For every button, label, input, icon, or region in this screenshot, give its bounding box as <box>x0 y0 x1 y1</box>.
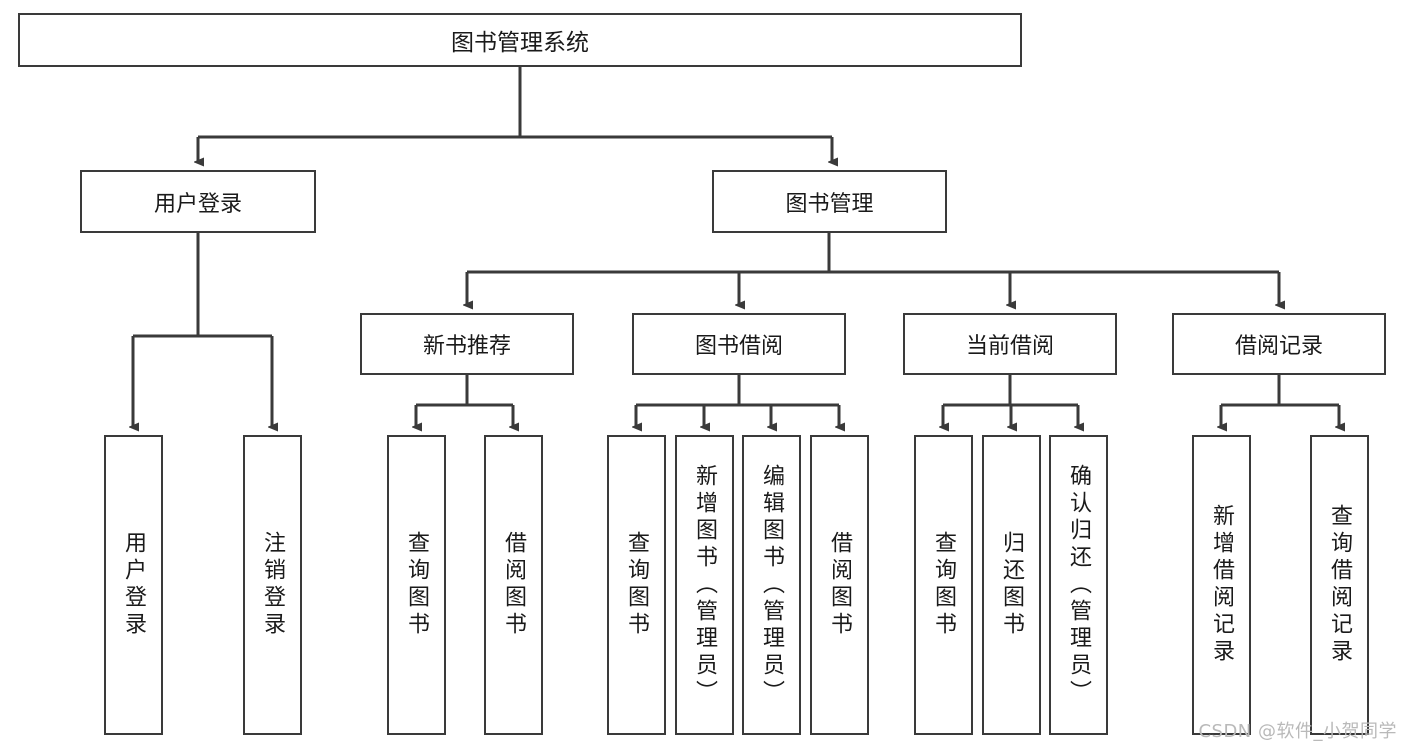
leaf-return-book[interactable]: 归还图书 <box>982 435 1041 735</box>
leaf-query-book-3-label: 查询图书 <box>931 531 957 639</box>
leaf-query-book-2-label: 查询图书 <box>624 531 650 639</box>
leaf-query-book-2[interactable]: 查询图书 <box>607 435 666 735</box>
node-root[interactable]: 图书管理系统 <box>18 13 1022 67</box>
node-current-borrow-label: 当前借阅 <box>965 334 1054 359</box>
node-borrow-record-label: 借阅记录 <box>1234 334 1323 359</box>
leaf-return-book-label: 归还图书 <box>999 531 1025 639</box>
leaf-edit-book-label: 编辑图书（管理员） <box>759 463 785 707</box>
leaf-user-login-label: 用户登录 <box>121 531 147 639</box>
leaf-user-login[interactable]: 用户登录 <box>104 435 163 735</box>
node-user-login-label: 用户登录 <box>153 191 242 217</box>
node-book-borrow[interactable]: 图书借阅 <box>632 313 846 375</box>
leaf-add-record-label: 新增借阅记录 <box>1209 504 1235 666</box>
leaf-query-book-1-label: 查询图书 <box>404 531 430 639</box>
leaf-borrow-book-2-label: 借阅图书 <box>827 531 853 639</box>
leaf-borrow-book-2[interactable]: 借阅图书 <box>810 435 869 735</box>
leaf-query-book-1[interactable]: 查询图书 <box>387 435 446 735</box>
leaf-user-logout-label: 注销登录 <box>260 531 286 639</box>
leaf-add-book-label: 新增图书（管理员） <box>692 463 718 707</box>
leaf-user-logout[interactable]: 注销登录 <box>243 435 302 735</box>
node-book-manage-label: 图书管理 <box>785 191 874 217</box>
watermark: CSDN @软件_小贺同学 <box>1198 721 1397 742</box>
node-new-book-rec-label: 新书推荐 <box>422 334 511 359</box>
leaf-query-record-label: 查询借阅记录 <box>1327 504 1353 666</box>
leaf-confirm-return-label: 确认归还（管理员） <box>1066 463 1092 707</box>
node-borrow-record[interactable]: 借阅记录 <box>1172 313 1386 375</box>
node-current-borrow[interactable]: 当前借阅 <box>903 313 1117 375</box>
node-new-book-rec[interactable]: 新书推荐 <box>360 313 574 375</box>
node-book-borrow-label: 图书借阅 <box>694 334 783 359</box>
leaf-borrow-book-1[interactable]: 借阅图书 <box>484 435 543 735</box>
node-user-login[interactable]: 用户登录 <box>80 170 316 233</box>
leaf-query-book-3[interactable]: 查询图书 <box>914 435 973 735</box>
leaf-add-book[interactable]: 新增图书（管理员） <box>675 435 734 735</box>
leaf-confirm-return[interactable]: 确认归还（管理员） <box>1049 435 1108 735</box>
leaf-add-record[interactable]: 新增借阅记录 <box>1192 435 1251 735</box>
leaf-query-record[interactable]: 查询借阅记录 <box>1310 435 1369 735</box>
leaf-edit-book[interactable]: 编辑图书（管理员） <box>742 435 801 735</box>
node-root-label: 图书管理系统 <box>451 30 589 56</box>
node-book-manage[interactable]: 图书管理 <box>712 170 947 233</box>
leaf-borrow-book-1-label: 借阅图书 <box>501 531 527 639</box>
